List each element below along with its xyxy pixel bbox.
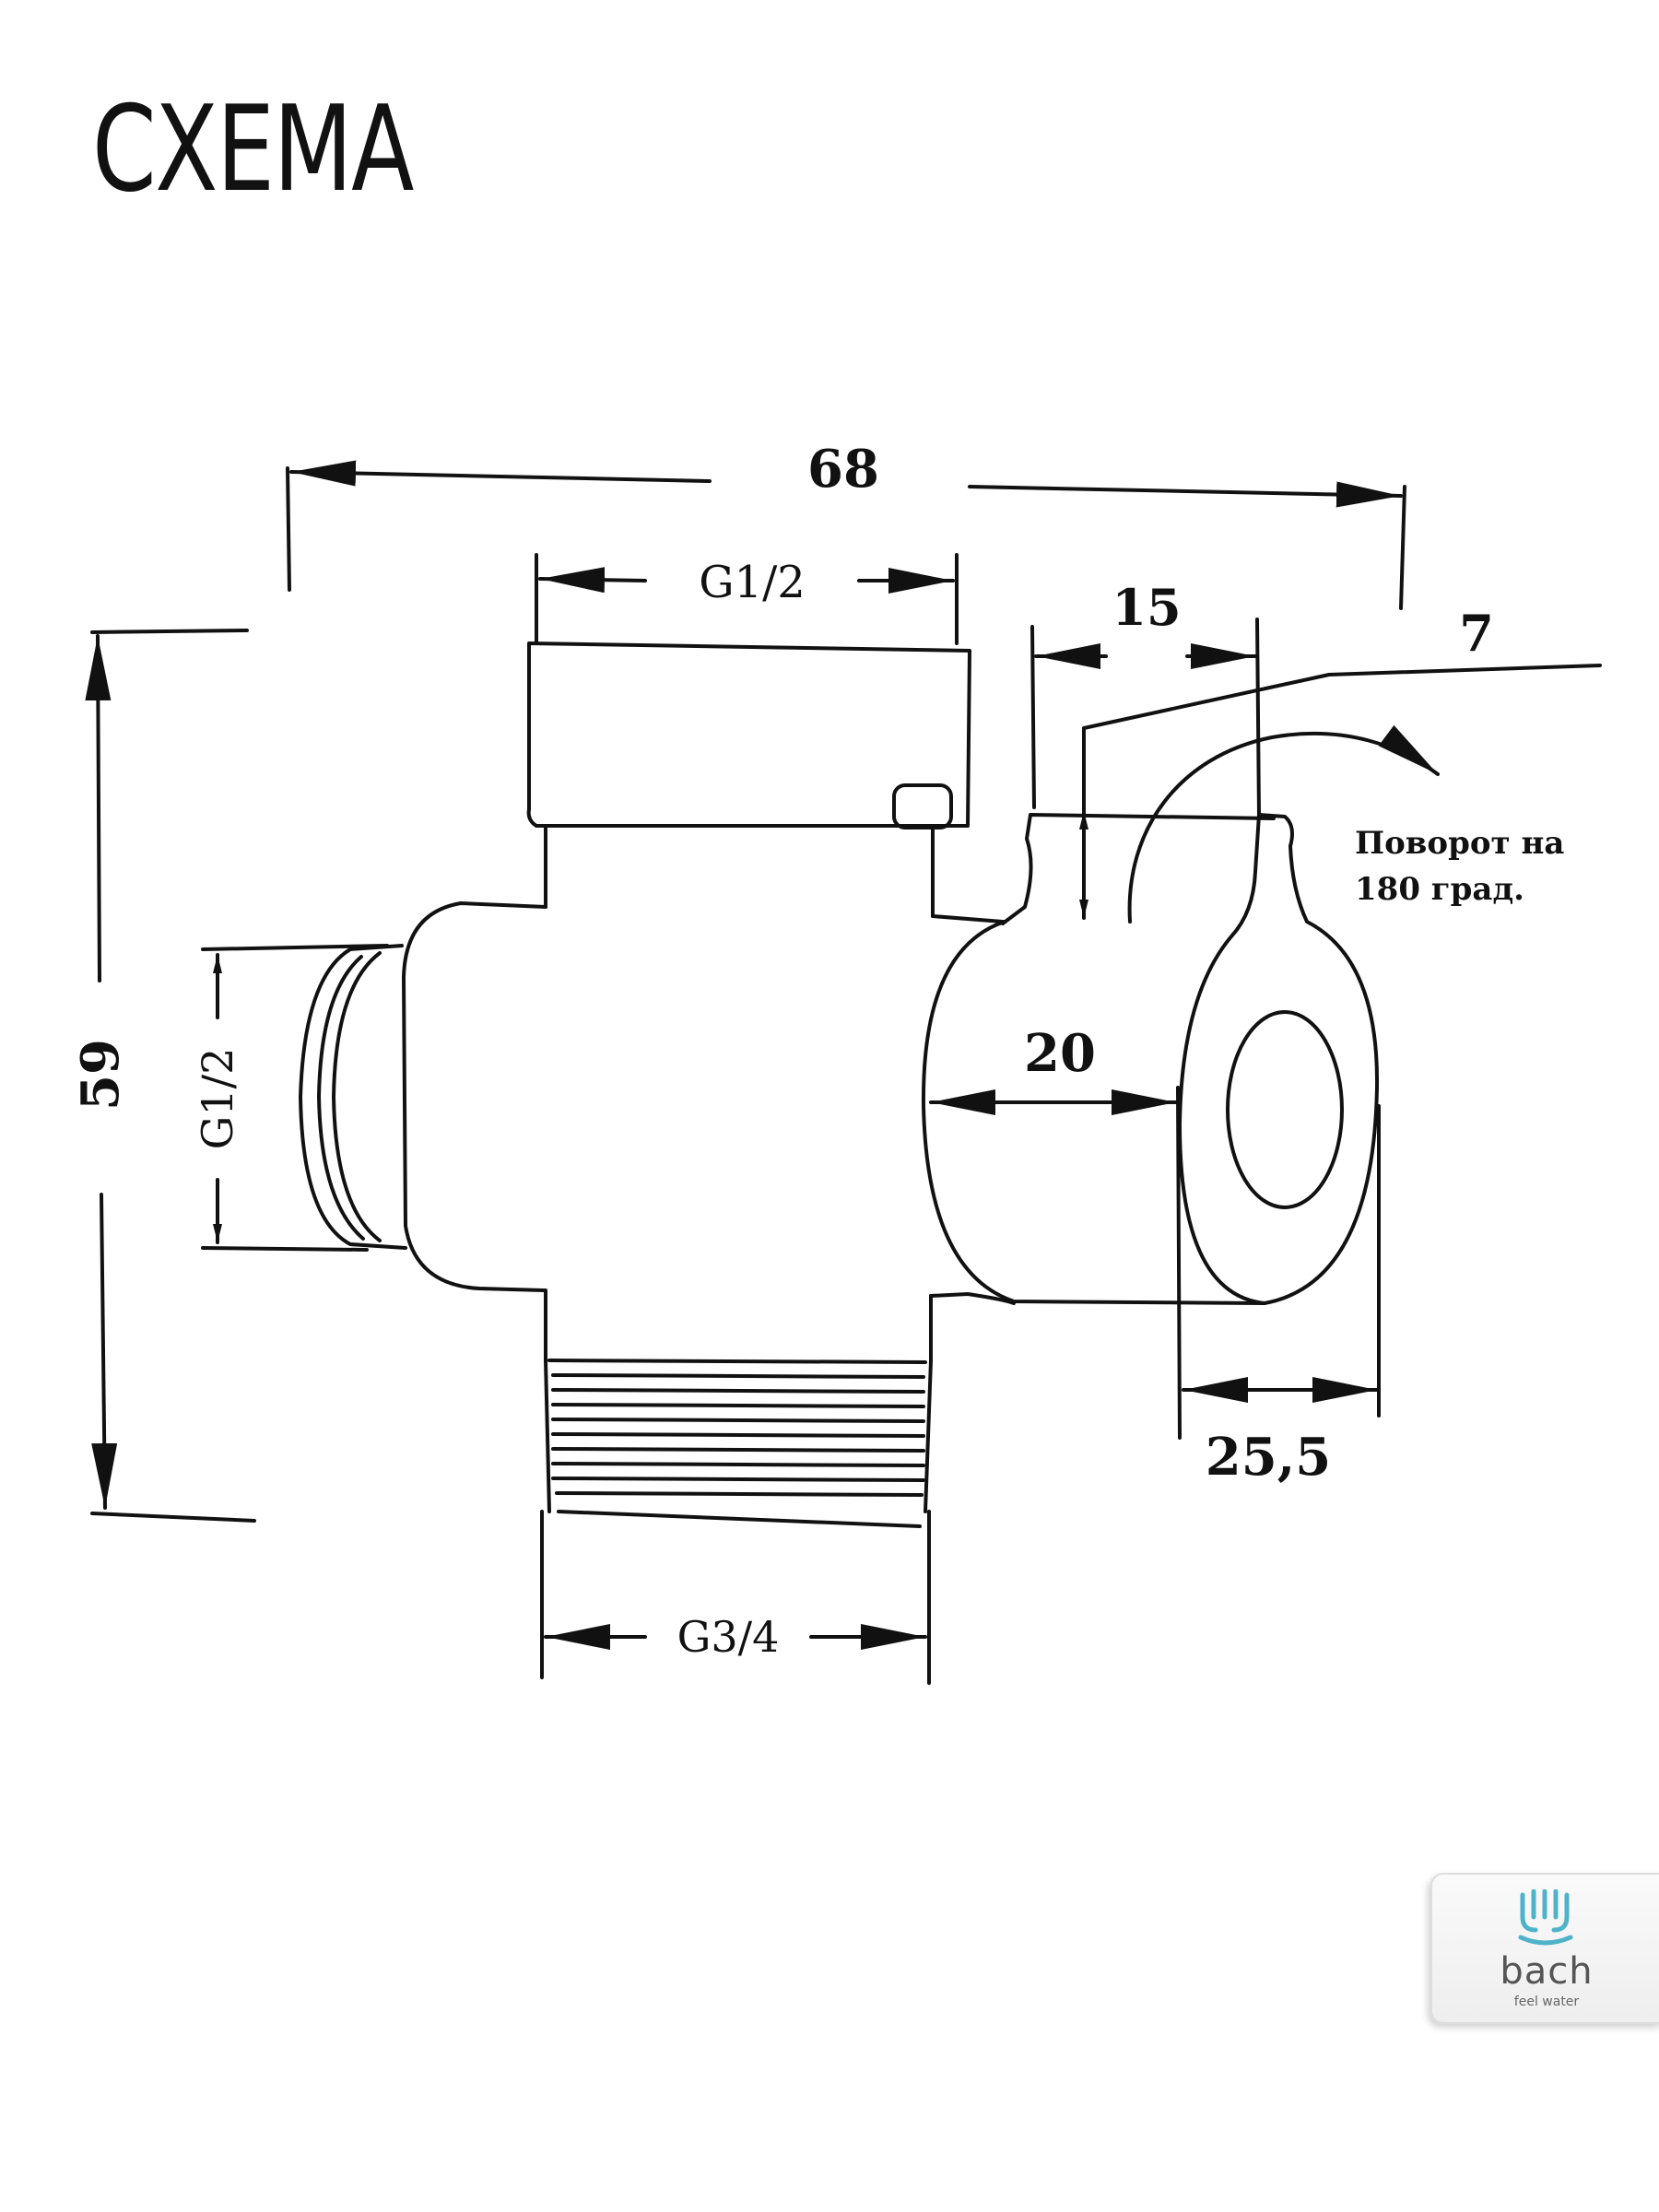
dim-bottom-thread <box>540 1510 931 1685</box>
dim-knob-diameter <box>1176 1086 1381 1440</box>
dim-handle-width <box>1030 618 1261 817</box>
label-body-depth: 20 <box>1024 1023 1096 1084</box>
page-title: СХЕМА <box>92 81 414 218</box>
label-handle-width: 15 <box>1112 578 1181 637</box>
brand-name: bach <box>1500 1950 1594 1993</box>
rotation-note-line1: Поворот на <box>1355 825 1564 862</box>
dim-height <box>85 629 256 1523</box>
bottom-thread-connection <box>544 1359 933 1528</box>
label-bottom-thread: G3/4 <box>677 1612 780 1662</box>
label-knob-diameter: 25,5 <box>1206 1427 1331 1488</box>
rotation-arrow <box>1127 724 1440 924</box>
label-height: 59 <box>70 1039 131 1111</box>
valve-cylinder <box>921 813 1276 1305</box>
dim-top-thread <box>535 553 959 645</box>
top-nut <box>526 641 971 830</box>
rotary-knob <box>1178 813 1380 1305</box>
rotation-note-line2: 180 град. <box>1355 871 1524 908</box>
brand-logo: bach feel water <box>1430 1873 1659 2024</box>
side-thread-connection <box>299 944 407 1250</box>
dim-side-thread <box>201 944 389 1252</box>
dim-overall-width <box>286 460 1406 610</box>
brand-tagline: feel water <box>1513 1994 1580 2009</box>
label-top-thread: G1/2 <box>699 557 806 608</box>
label-handle-offset: 7 <box>1459 604 1494 663</box>
dim-handle-offset <box>1079 664 1602 920</box>
label-side-thread: G1/2 <box>193 1048 242 1150</box>
valve-body <box>402 824 1016 1362</box>
water-drops-icon <box>1518 1889 1573 1946</box>
label-overall-width: 68 <box>807 439 879 500</box>
